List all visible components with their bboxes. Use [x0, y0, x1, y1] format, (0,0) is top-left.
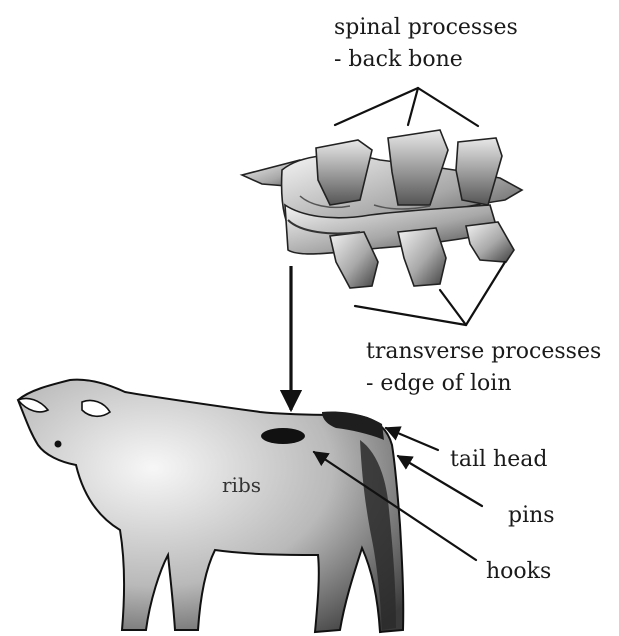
- back-bone-label: - back bone: [334, 47, 463, 72]
- hooks-label: hooks: [486, 559, 551, 584]
- pins-label: pins: [508, 503, 555, 528]
- tail-head-label: tail head: [450, 447, 547, 472]
- vertebrae-illustration: [242, 130, 522, 288]
- transverse-processes-label: transverse processes: [366, 339, 601, 364]
- spinal-process-pointers: [335, 88, 478, 126]
- cow-illustration: [18, 380, 403, 632]
- edge-of-loin-label: - edge of loin: [366, 371, 512, 396]
- spinal-processes-label: spinal processes: [334, 15, 518, 40]
- ribs-label: ribs: [222, 473, 261, 497]
